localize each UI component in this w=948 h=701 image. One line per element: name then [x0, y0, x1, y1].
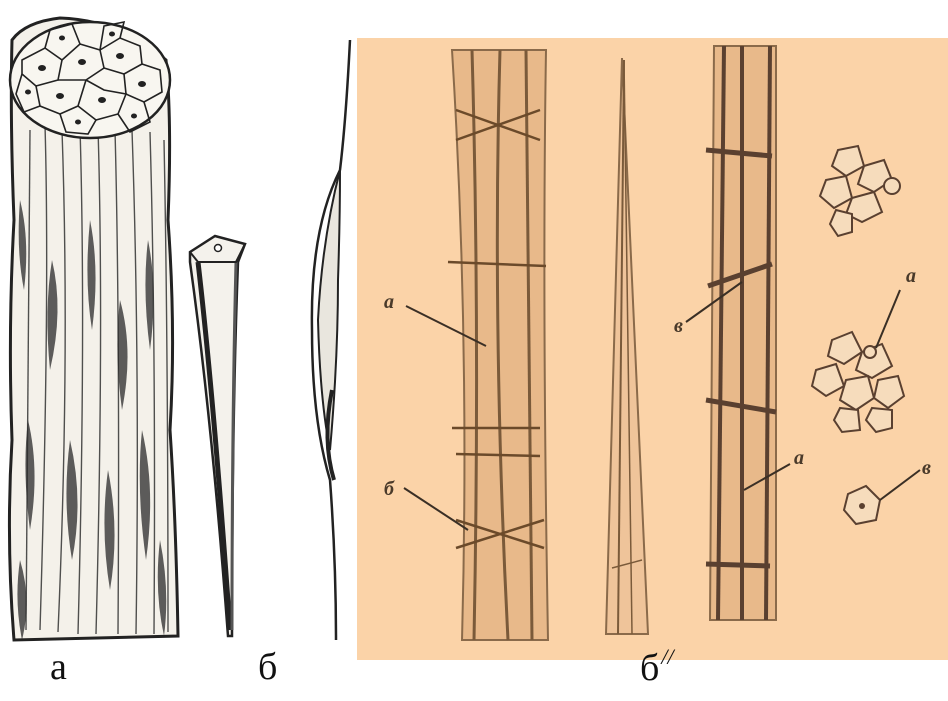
marker-bundle-2-v: в [674, 315, 683, 337]
single-fiber-prism-drawing [190, 236, 245, 636]
panel-label-b2: б// [640, 646, 674, 687]
marker-cross-v: в [922, 457, 931, 479]
marker-bundle-1-a: a [384, 291, 394, 313]
single-fiber-spindle-drawing [312, 40, 350, 640]
panel-label-a: а [50, 648, 67, 686]
panel-label-b2-base: б [640, 647, 659, 689]
panel-label-b: б [258, 648, 277, 686]
microscope-photo: a б [357, 38, 948, 660]
panel-label-b2-superscript: // [661, 644, 673, 669]
fiber-bundle-drawing [9, 18, 178, 640]
marker-cross-a: a [906, 265, 916, 287]
marker-bundle-2-a: a [794, 447, 804, 469]
marker-bundle-1-b: б [384, 478, 395, 500]
